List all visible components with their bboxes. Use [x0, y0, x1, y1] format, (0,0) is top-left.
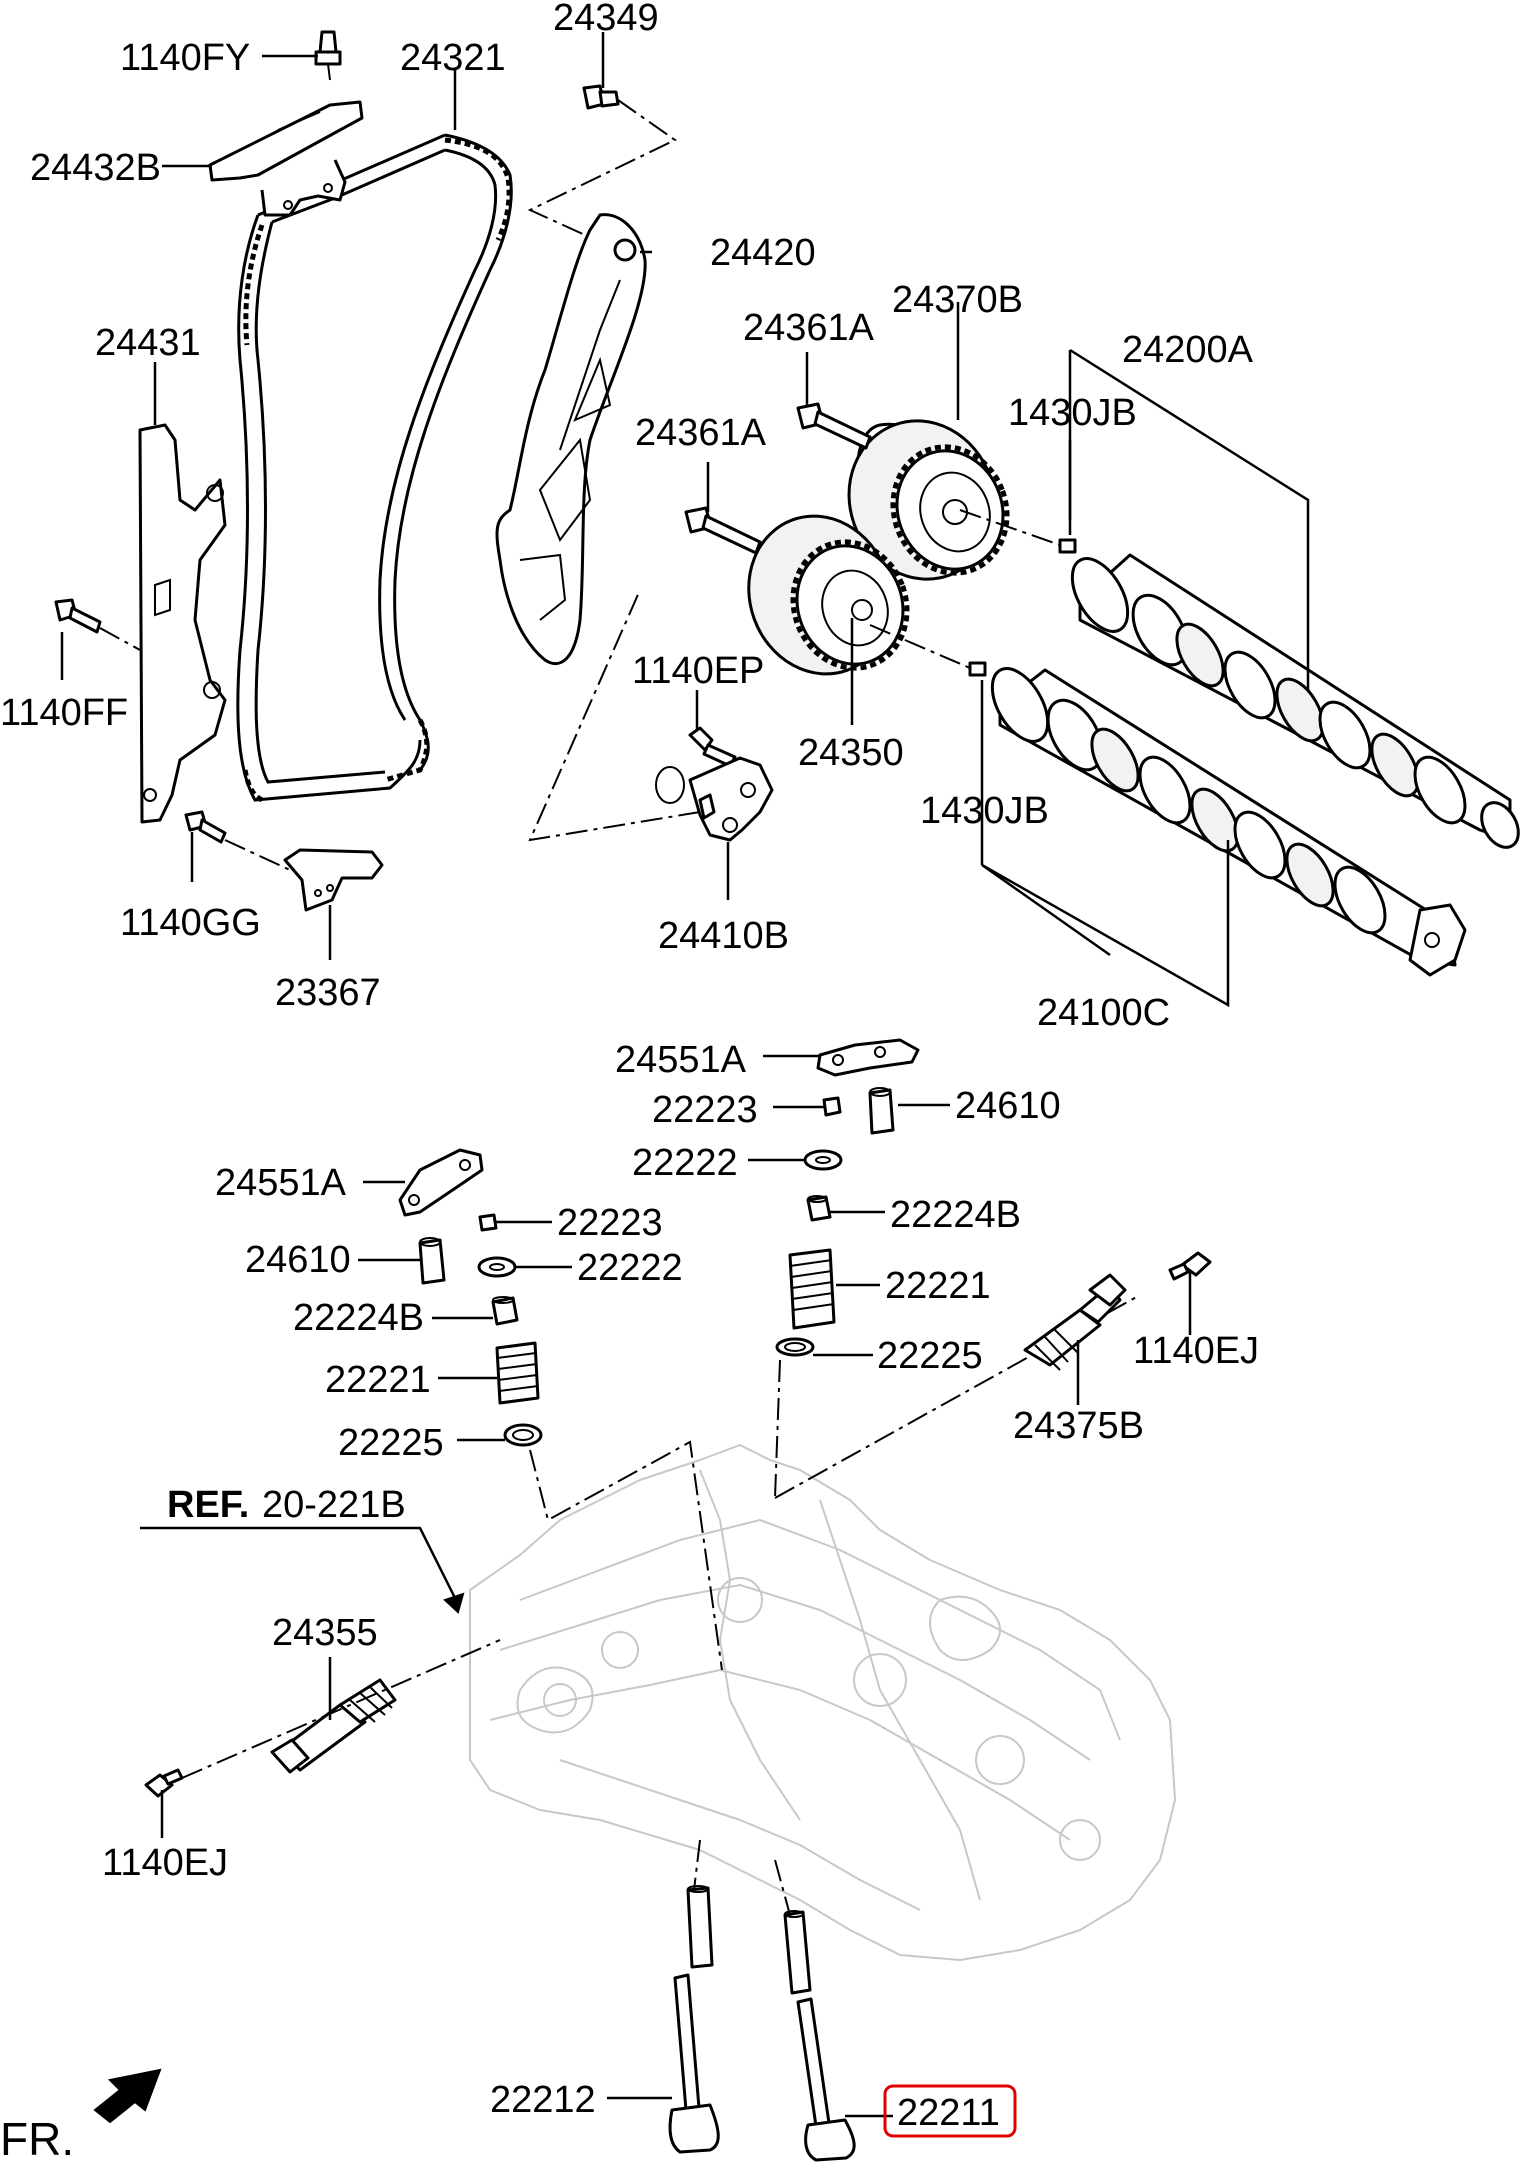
label-22222-right: 22222	[632, 1142, 738, 1184]
label-1430JB-bot: 1430JB	[920, 790, 1049, 832]
bolt-1140EJ-left	[144, 1768, 184, 1798]
seat-22225-left	[503, 1423, 543, 1447]
label-22212: 22212	[490, 2079, 596, 2121]
seal-22224B-left	[491, 1296, 519, 1326]
adjuster-22223-right	[822, 1096, 842, 1117]
label-24100C: 24100C	[1037, 992, 1170, 1034]
label-front: FR.	[0, 2113, 74, 2162]
valve-guide-right	[783, 1910, 812, 1995]
label-24610-left: 24610	[245, 1239, 351, 1281]
label-1140EJ-right: 1140EJ	[1133, 1330, 1259, 1372]
label-24431: 24431	[95, 322, 201, 364]
label-1140FY: 1140FY	[120, 37, 250, 79]
label-24350: 24350	[798, 732, 904, 774]
valve-guide-left	[686, 1885, 714, 1969]
label-22223-right: 22223	[652, 1089, 758, 1131]
lash-adjuster-24610-left	[418, 1237, 446, 1285]
label-24420: 24420	[710, 232, 816, 274]
label-ref: REF.	[167, 1484, 249, 1526]
label-24200A: 24200A	[1122, 329, 1254, 371]
camshaft-intake	[1070, 553, 1520, 849]
dowel-pin-bot	[968, 661, 987, 677]
camshaft-exhaust	[990, 667, 1467, 977]
label-24551A-right: 24551A	[615, 1039, 747, 1081]
label-1140FF: 1140FF	[0, 692, 128, 734]
timing-chain	[236, 133, 513, 803]
label-24370B: 24370B	[892, 279, 1023, 321]
rocker-arm-right	[816, 1038, 920, 1077]
label-24355: 24355	[272, 1612, 378, 1654]
label-22225-left: 22225	[338, 1422, 444, 1464]
label-24321: 24321	[400, 37, 506, 79]
bolt-1140GG	[184, 810, 291, 871]
label-23367: 23367	[275, 972, 381, 1014]
label-22221-left: 22221	[325, 1359, 431, 1401]
label-22223-left: 22223	[557, 1202, 663, 1244]
tensioner-arm	[495, 213, 647, 666]
bolt-1140EJ-right	[1168, 1251, 1212, 1281]
bolt-24349	[527, 84, 677, 261]
spring-22221-right	[788, 1248, 836, 1330]
chain-guide-left	[138, 423, 227, 824]
oil-control-valve-24375B	[1023, 1273, 1127, 1371]
bolt-24361A-top	[796, 402, 872, 450]
lash-adjuster-24610-right	[868, 1087, 895, 1135]
label-1140EP: 1140EP	[632, 650, 764, 692]
bolt-1140FF	[54, 598, 141, 651]
label-22225-right: 22225	[877, 1335, 983, 1377]
spring-22221-left	[495, 1341, 540, 1405]
bolt-1140FY	[314, 30, 342, 81]
label-24610-right: 24610	[955, 1085, 1061, 1127]
retainer-22222-right	[803, 1149, 843, 1171]
label-24349: 24349	[553, 0, 659, 39]
label-22222-left: 22222	[577, 1247, 683, 1289]
dowel-pin-top	[1058, 538, 1077, 554]
valve-22211	[796, 1997, 856, 2162]
ref-arrow	[140, 1526, 465, 1614]
leader-lines	[60, 32, 1310, 2118]
part-labels: 1140FY 24321 24349 24432B 24420 24431 24…	[0, 0, 1259, 2162]
highlight-box-22211	[883, 2084, 1017, 2138]
label-24361A-mid: 24361A	[635, 412, 767, 454]
valve-22212	[668, 1973, 720, 2154]
label-1140GG: 1140GG	[120, 902, 261, 944]
retainer-22222-left	[477, 1256, 517, 1278]
label-24432B: 24432B	[30, 147, 161, 189]
chain-tensioner	[528, 589, 774, 842]
label-22224B-left: 22224B	[293, 1297, 424, 1339]
label-24551A-left: 24551A	[215, 1162, 347, 1204]
label-22221-right: 22221	[885, 1265, 991, 1307]
seat-22225-right	[775, 1337, 815, 1357]
label-1430JB-top: 1430JB	[1008, 392, 1137, 434]
label-24375B: 24375B	[1013, 1405, 1144, 1447]
label-24410B: 24410B	[658, 915, 789, 957]
label-ref-number: 20-221B	[262, 1484, 406, 1526]
front-direction-arrow-icon	[93, 2068, 162, 2124]
label-24361A-top: 24361A	[743, 307, 875, 349]
oil-control-valve-24355	[270, 1678, 397, 1774]
cam-sprocket-24370B	[847, 419, 1010, 581]
guide-23367	[283, 848, 384, 912]
seal-22224B-right	[806, 1195, 832, 1222]
cam-sprocket-24350	[747, 514, 910, 676]
adjuster-22223-left	[478, 1213, 498, 1232]
bolt-24361A-mid	[684, 506, 762, 555]
rocker-arm-left	[398, 1148, 484, 1217]
label-22224B-right: 22224B	[890, 1194, 1021, 1236]
chain-guide-top	[208, 100, 364, 217]
label-22211: 22211	[897, 2092, 1000, 2134]
cylinder-head-ghost	[469, 1444, 1176, 1961]
label-1140EJ-left: 1140EJ	[102, 1842, 228, 1884]
